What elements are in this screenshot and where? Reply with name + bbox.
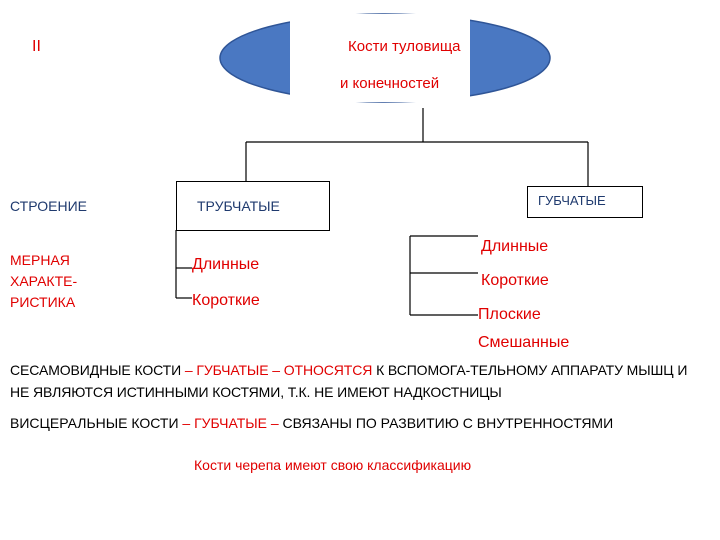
sesamoid-text: К ВСПОМОГА-ТЕЛЬНОМУ АППАРАТУ МЫШЦ И НЕ Я… — [10, 362, 688, 400]
oval-title-line1: Кости туловища — [348, 38, 461, 55]
spongy-item-long: Длинные — [481, 238, 549, 255]
sesamoid-note: СЕСАМОВИДНЫЕ КОСТИ – ГУБЧАТЫЕ – ОТНОСЯТС… — [10, 359, 710, 403]
measure-label: МЕРНАЯ ХАРАКТЕ-РИСТИКА — [10, 252, 78, 310]
tubular-item-short: Короткие — [192, 292, 260, 309]
sesamoid-term: СЕСАМОВИДНЫЕ КОСТИ — [10, 362, 182, 378]
visceral-term: ВИСЦЕРАЛЬНЫЕ КОСТИ — [10, 415, 179, 431]
sesamoid-dash: – — [181, 362, 197, 378]
visceral-red: – ГУБЧАТЫЕ – — [178, 415, 283, 431]
title-oval-inner — [290, 14, 470, 102]
tubular-header: ТРУБЧАТЫЕ — [197, 198, 280, 214]
spongy-header: ГУБЧАТЫЕ — [538, 193, 606, 208]
tubular-box: ТРУБЧАТЫЕ — [176, 181, 330, 231]
visceral-text: СВЯЗАНЫ ПО РАЗВИТИЮ С ВНУТРЕННОСТЯМИ — [282, 415, 614, 431]
oval-title-line2: и конечностей — [340, 75, 440, 92]
structure-label: СТРОЕНИЕ — [10, 198, 87, 214]
skull-note: Кости черепа имеют свою классификацию — [194, 457, 472, 473]
visceral-note: ВИСЦЕРАЛЬНЫЕ КОСТИ – ГУБЧАТЫЕ – СВЯЗАНЫ … — [10, 413, 710, 433]
sesamoid-red: ГУБЧАТЫЕ – ОТНОСЯТСЯ — [196, 362, 373, 378]
spongy-item-mixed: Смешанные — [478, 334, 570, 351]
spongy-item-flat: Плоские — [478, 306, 541, 323]
spongy-box: ГУБЧАТЫЕ — [527, 186, 643, 218]
spongy-item-short: Короткие — [481, 272, 549, 289]
slide-number: II — [32, 38, 41, 55]
tubular-item-long: Длинные — [192, 256, 260, 273]
